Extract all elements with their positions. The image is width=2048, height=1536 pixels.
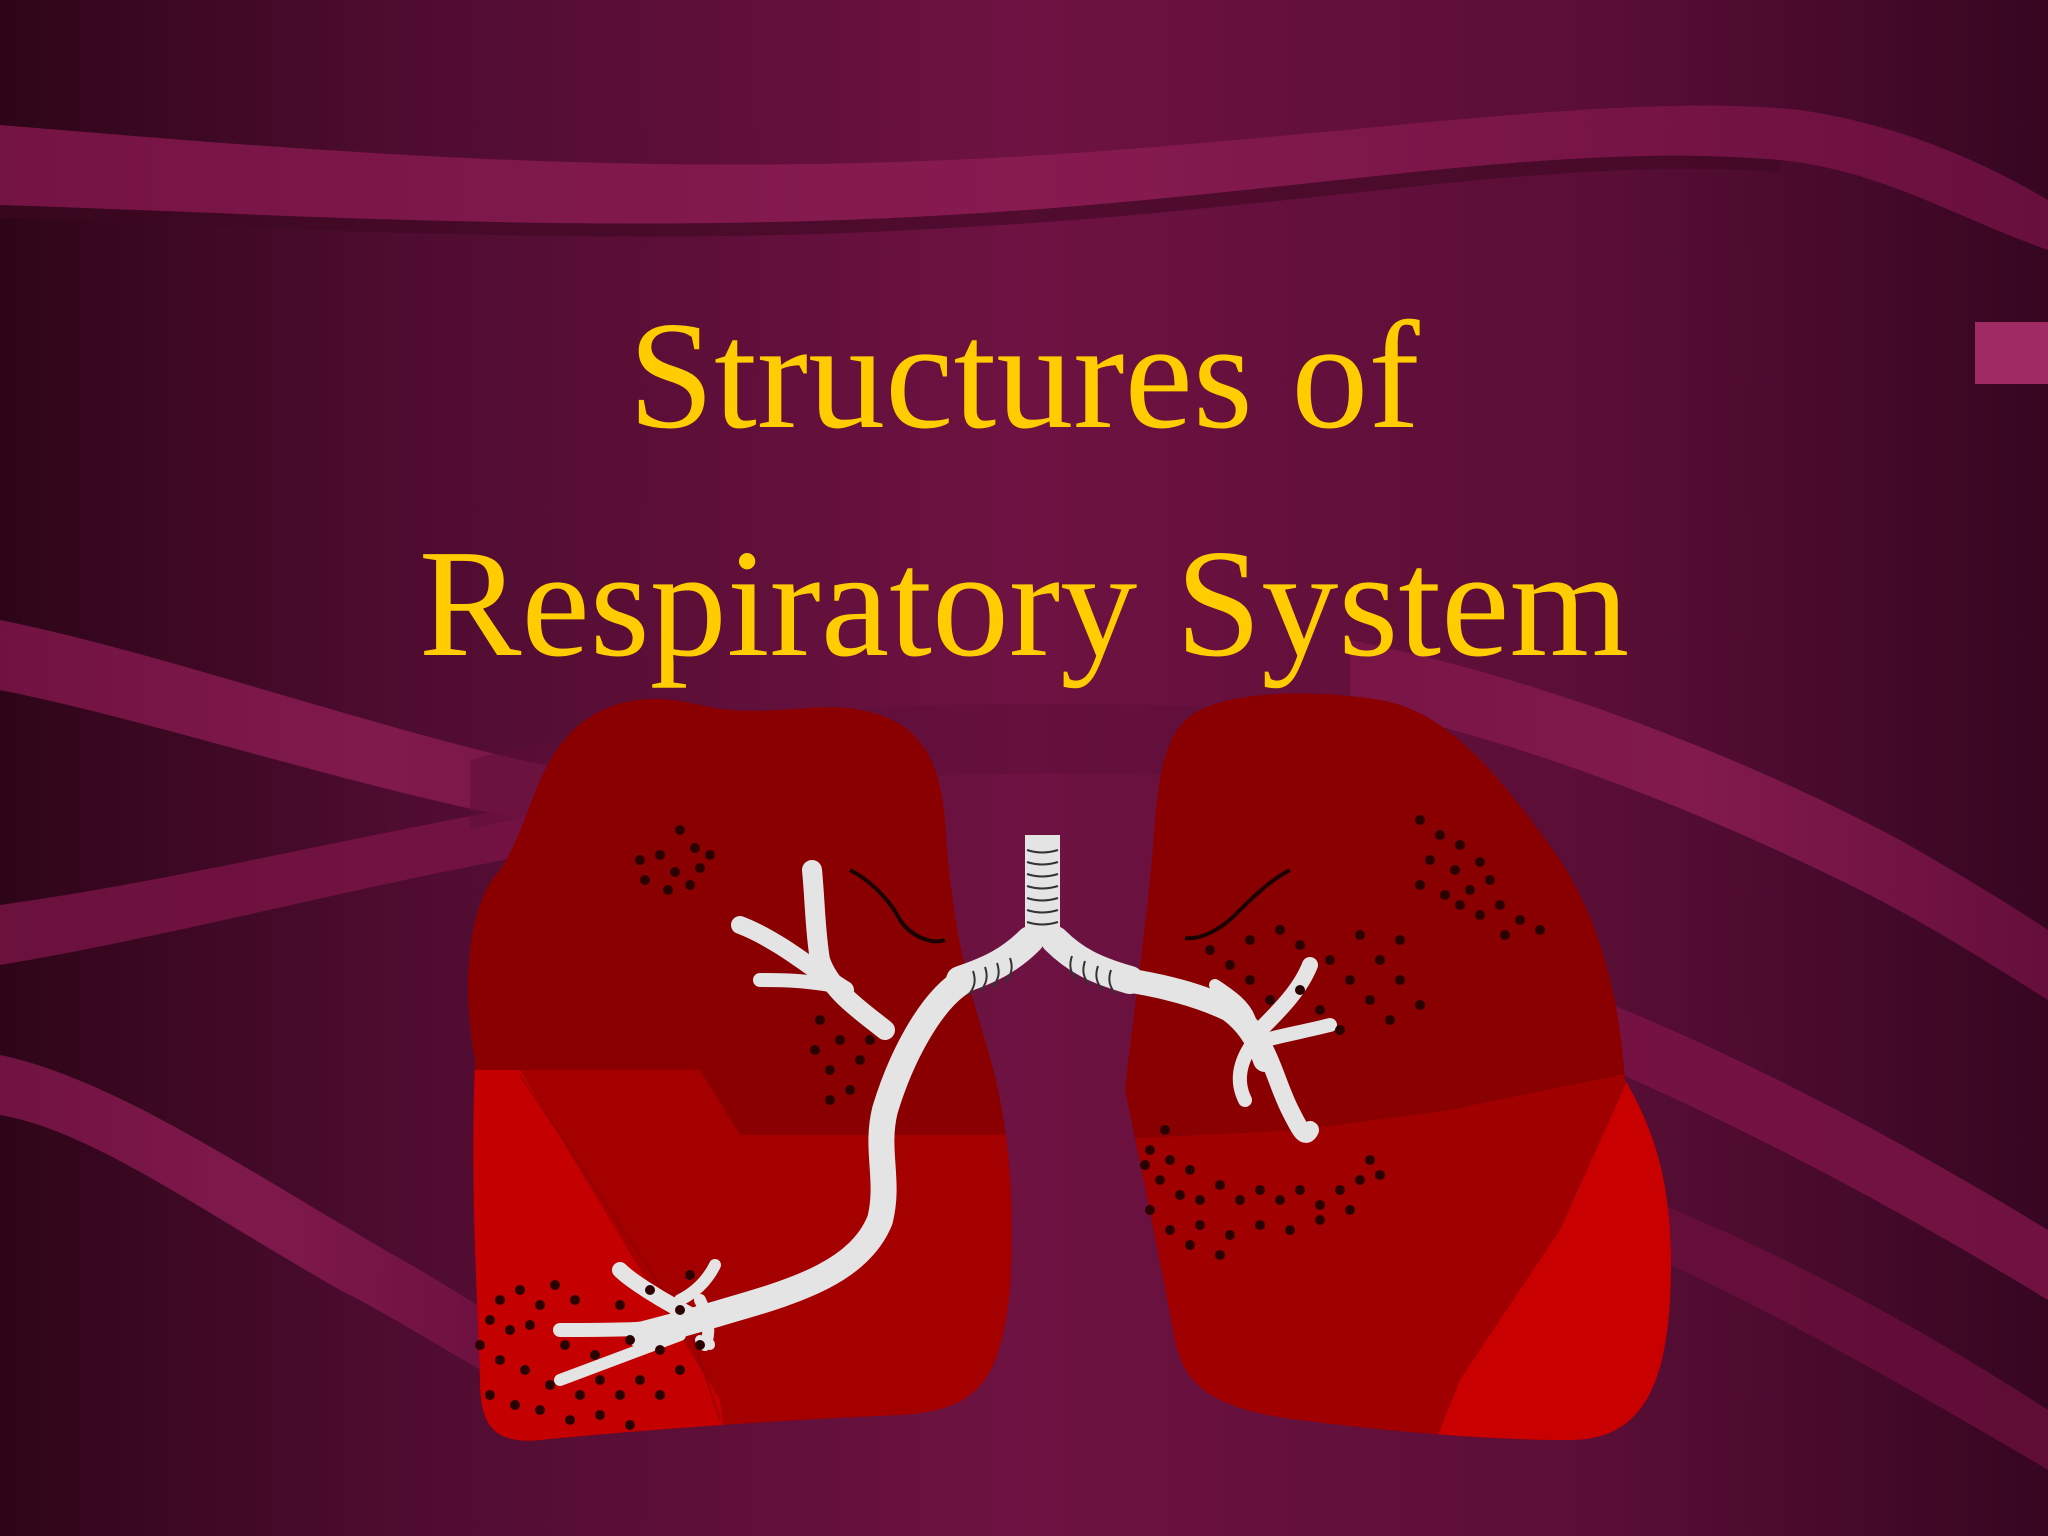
ribbon-top <box>0 105 2048 250</box>
title-line-1: Structures of <box>628 291 1420 461</box>
right-lung <box>1125 693 1671 1440</box>
ribbon-right-2 <box>1600 1000 2048 1300</box>
ribbon-right-3 <box>1650 1200 2048 1470</box>
title-line-2: Respiratory System <box>418 519 1630 689</box>
ribbon-bottom-left <box>0 1055 520 1380</box>
bronchial-tree <box>553 860 1337 1386</box>
slide-title: Structures of Respiratory System <box>0 262 2048 718</box>
ribbon-right-1 <box>1350 640 2048 1000</box>
bronchus-rings <box>967 955 1117 996</box>
right-fissure-line <box>1184 868 1291 941</box>
ribbon-accent <box>1975 322 2048 384</box>
left-fissure-line <box>849 868 946 944</box>
ribbon-lower-left <box>0 800 560 965</box>
alveoli-dots <box>475 815 1545 1430</box>
